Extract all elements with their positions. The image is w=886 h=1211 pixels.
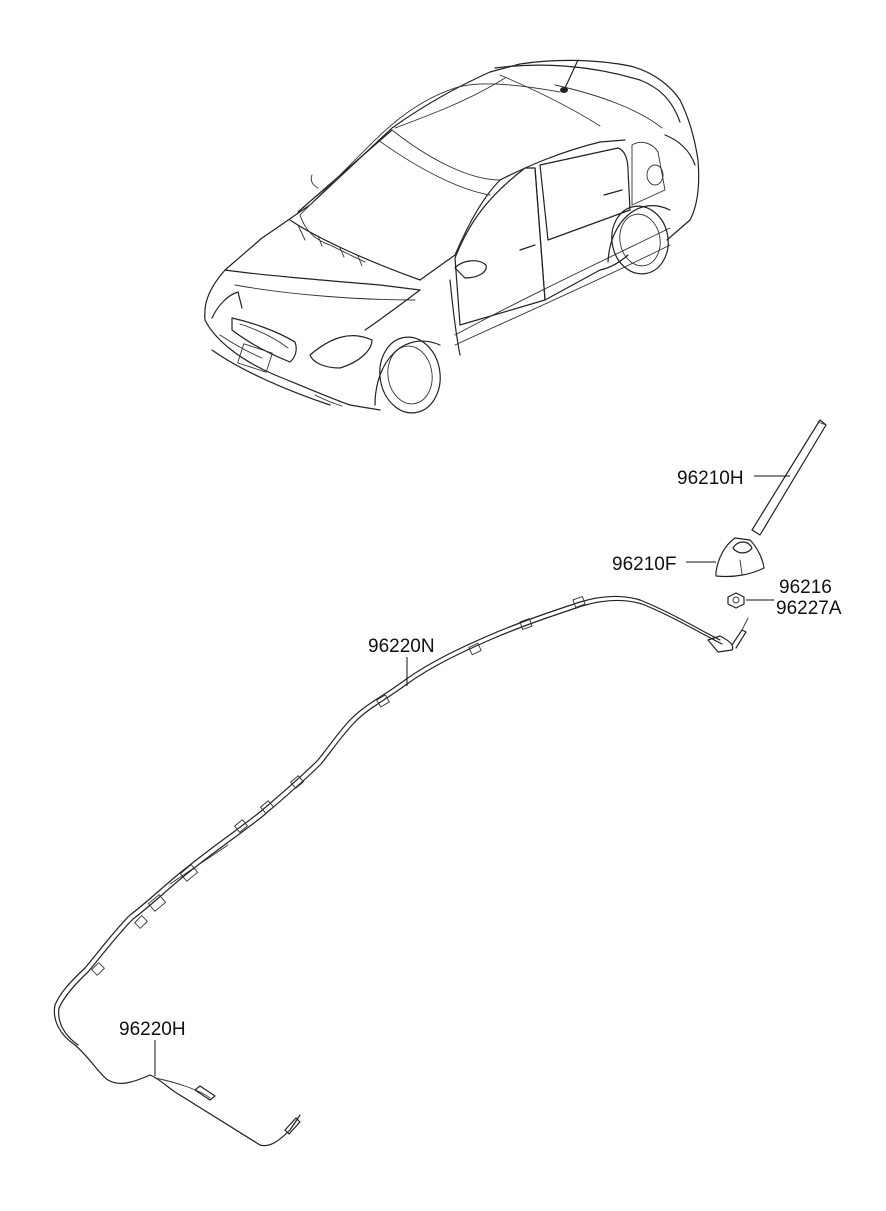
leader-lines xyxy=(154,475,790,1076)
label-antenna-mast: 96210H xyxy=(677,468,744,489)
feeder-cable xyxy=(53,595,749,1147)
label-antenna-nut-1: 96216 xyxy=(779,577,832,598)
antenna-mast xyxy=(751,419,827,536)
car-illustration xyxy=(204,59,700,414)
antenna-nut xyxy=(727,592,745,609)
antenna-base xyxy=(715,537,765,578)
label-feeder-cable: 96220N xyxy=(368,636,435,657)
label-antenna-base: 96210F xyxy=(612,554,676,575)
label-extension-cable: 96220H xyxy=(119,1019,186,1040)
label-antenna-nut-2: 96227A xyxy=(776,598,842,619)
